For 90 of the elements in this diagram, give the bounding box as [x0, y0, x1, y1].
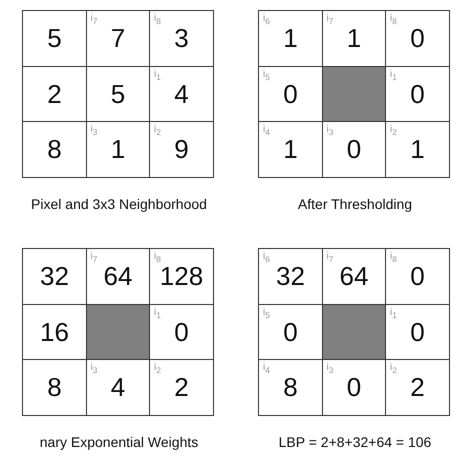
index-subscript: i$_{3}$ [90, 362, 98, 375]
grid-cell [22, 10, 87, 67]
grid-cell [149, 359, 214, 416]
index-subscript: i$_{5}$ [263, 68, 270, 82]
index-subscript: i$_{2}$ [154, 362, 161, 375]
shaded-cell [322, 66, 386, 122]
index-subscript: i$_{4}$ [263, 124, 270, 137]
grid-cell [86, 359, 150, 416]
grid-cell [322, 359, 386, 416]
index-subscript: i$_{3}$ [90, 124, 98, 137]
grid-cell [385, 10, 450, 67]
cell-value: 4 [110, 372, 126, 403]
cell-value: 1 [110, 134, 126, 165]
cell-value: 0 [409, 78, 426, 110]
index-subscript: i$_{2}$ [154, 124, 161, 137]
cell-value: 32 [275, 261, 306, 292]
index-subscript: i$_{7}$ [326, 13, 334, 26]
grid-cell [86, 121, 150, 178]
index-subscript: i$_{1}$ [154, 306, 161, 320]
cell-value: 32 [39, 261, 70, 292]
cell-value: 9 [173, 134, 190, 165]
cell-value: 0 [409, 23, 426, 54]
index-subscript: i$_{2}$ [390, 362, 397, 375]
cell-value: 3 [173, 23, 190, 54]
grid-cell [149, 10, 214, 67]
cell-value: 8 [46, 372, 63, 403]
index-subscript: i$_{6}$ [263, 251, 270, 264]
shaded-cell [322, 304, 386, 360]
index-subscript: i$_{7}$ [90, 251, 98, 264]
index-subscript: i$_{8}$ [154, 251, 161, 264]
index-subscript: i$_{1}$ [390, 306, 397, 320]
grid-cell [149, 304, 214, 360]
cell-value: 8 [282, 372, 299, 403]
caption: nary Exponential Weights [38, 434, 200, 450]
index-subscript: i$_{7}$ [326, 251, 334, 264]
grid-cell [22, 248, 87, 305]
cell-value: 2 [409, 372, 426, 403]
index-subscript: i$_{5}$ [263, 306, 270, 320]
index-subscript: i$_{2}$ [390, 124, 397, 137]
cell-value: 0 [409, 261, 426, 292]
index-subscript: i$_{4}$ [263, 362, 270, 375]
grid-cell [258, 248, 323, 305]
grid-cell [385, 121, 450, 178]
cell-value: 0 [409, 316, 426, 348]
cell-value: 1 [409, 134, 426, 165]
index-subscript: i$_{1}$ [154, 68, 161, 82]
cell-value: 64 [102, 261, 134, 292]
grid-cell [385, 248, 450, 305]
grid-cell [258, 10, 323, 67]
grid-cell [322, 121, 386, 178]
cell-value: 5 [110, 78, 126, 110]
grid-cell [22, 121, 87, 178]
grid-cell [385, 359, 450, 416]
cell-value: 64 [338, 261, 370, 292]
grid-cell [22, 359, 87, 416]
grid-cell [258, 121, 323, 178]
cell-value: 128 [160, 261, 204, 292]
grid-cell [149, 66, 214, 122]
index-subscript: i$_{7}$ [90, 13, 98, 26]
cell-value: 1 [282, 23, 299, 54]
index-subscript: i$_{1}$ [390, 68, 397, 82]
cell-value: 5 [46, 23, 63, 54]
index-subscript: i$_{8}$ [154, 13, 161, 26]
cell-value: 0 [282, 78, 299, 110]
caption: Pixel and 3x3 Neighborhood [30, 196, 208, 212]
caption: LBP = 2+8+32+64 = 106 [278, 434, 432, 450]
cell-value: 0 [282, 316, 299, 348]
shaded-cell [86, 304, 150, 360]
grid-cell [149, 248, 214, 305]
cell-value: 8 [46, 134, 63, 165]
cell-value: 0 [346, 372, 362, 403]
grid-cell [149, 121, 214, 178]
cell-value: 7 [110, 23, 126, 54]
index-subscript: i$_{8}$ [390, 13, 397, 26]
cell-value: 0 [173, 316, 190, 348]
index-subscript: i$_{3}$ [326, 124, 334, 137]
grid-cell [258, 359, 323, 416]
index-subscript: i$_{3}$ [326, 362, 334, 375]
cell-value: 1 [346, 23, 362, 54]
grid-cell [385, 66, 450, 122]
grid-cell [385, 304, 450, 360]
cell-value: 0 [346, 134, 362, 165]
cell-value: 2 [173, 372, 190, 403]
cell-value: 16 [39, 316, 70, 348]
index-subscript: i$_{8}$ [390, 251, 397, 264]
cell-value: 1 [282, 134, 299, 165]
cell-value: 2 [46, 78, 63, 110]
caption: After Thresholding [296, 196, 414, 212]
cell-value: 4 [173, 78, 190, 110]
index-subscript: i$_{6}$ [263, 13, 270, 26]
